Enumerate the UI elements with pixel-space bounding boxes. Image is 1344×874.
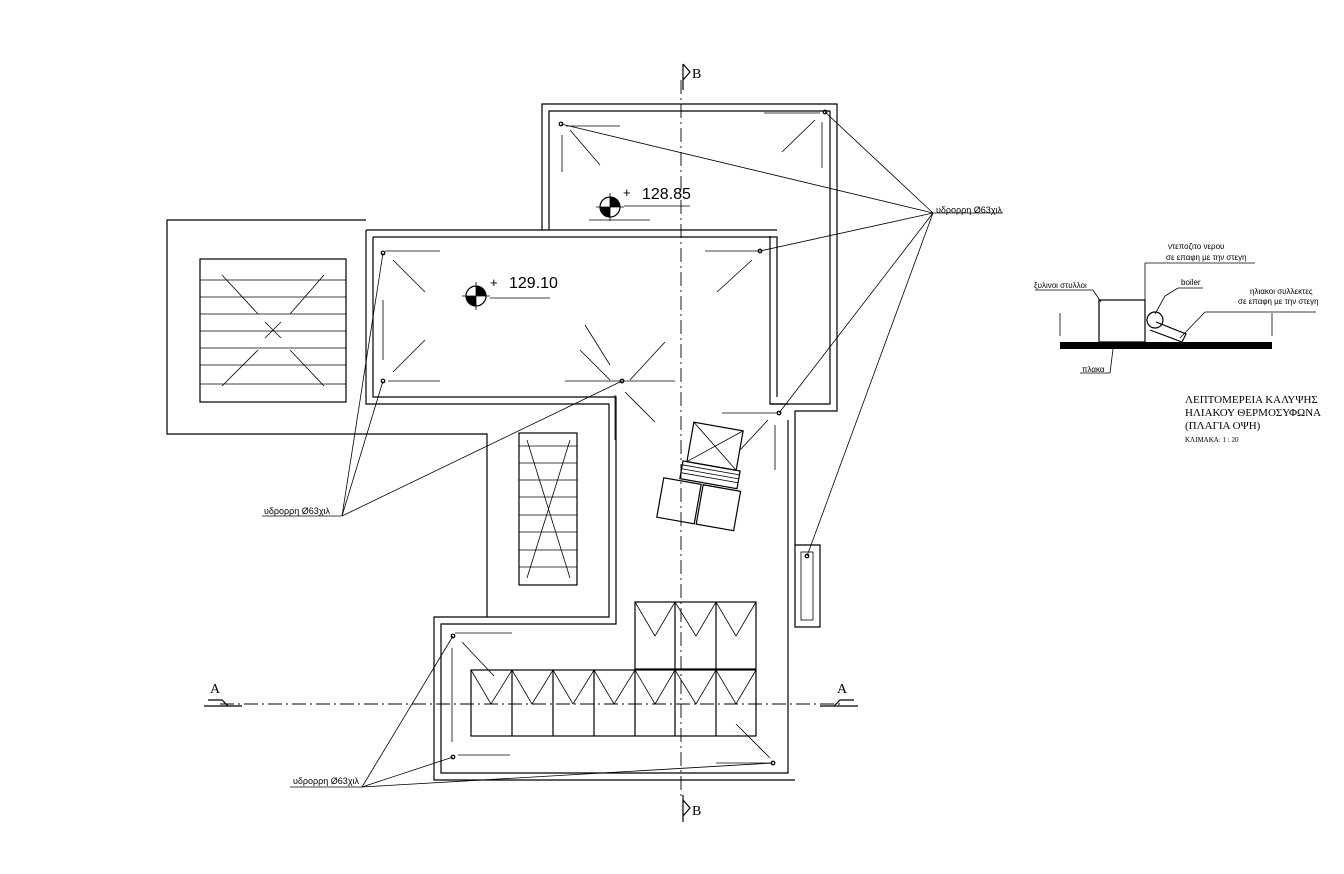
drain-leaders [262,111,1003,788]
panel-grid [470,601,757,737]
section-label-b-top: B [692,67,701,82]
boiler [1146,311,1164,329]
detail-title-line3: (ΠΛΑΓΙΑ ΟΨΗ) [1185,420,1261,432]
section-axes [220,80,840,800]
label-collectors-note: σε επαφη με την στεγη [1238,297,1319,306]
label-water-tank-note: σε επαφη με την στεγη [1166,253,1247,262]
detail-scale: ΚΛΙΜΑΚΑ: 1 : 20 [1185,436,1239,444]
level-upper-value: 128.85 [642,186,691,203]
drain-label-top-right: υδρορρη Ø63χιλ [936,205,1003,215]
section-marker-a-left: A [204,682,242,707]
svg-text:+: + [490,275,498,290]
section-label-a-right: A [837,682,848,697]
section-label-b-bottom: B [692,804,701,819]
section-marker-b-top: B [682,63,701,90]
solar-heater-detail: ντεποζιτο νερου σε επαφη με την στεγη ξυ… [1034,242,1321,444]
section-marker-b-bottom: B [682,795,701,822]
section-label-a-left: A [210,682,221,697]
label-slab: πλακα [1082,365,1105,374]
solar-heater-plan [656,421,744,532]
detail-title-line1: ΛΕΠΤΟΜΕΡΕΙΑ ΚΑΛΥΨΗΣ [1185,394,1318,406]
level-marker-lower: + 129.10 [462,275,558,310]
roof-slope-lines [382,112,823,764]
label-wooden-posts: ξυλινοι στυλλοι [1034,281,1087,290]
label-boiler: boiler [1181,278,1201,287]
drain-label-left: υδρορρη Ø63χιλ [264,506,331,516]
middle-block-walls [365,229,795,781]
svg-text:+: + [623,185,631,200]
upper-block-walls [541,103,838,628]
section-marker-a-right: A [820,682,858,707]
label-collectors: ηλιακοι συλλεκτες [1250,287,1313,296]
label-water-tank: ντεποζιτο νερου [1168,242,1224,251]
window-bay [800,551,814,621]
water-tank [1098,299,1146,343]
drain-label-bottom: υδρορρη Ø63χιλ [293,776,360,786]
solar-collector [1149,321,1187,343]
skylight-left [199,258,347,403]
level-marker-upper: + 128.85 [596,185,691,221]
skylight-middle [518,432,578,586]
roof-slab [1060,342,1272,349]
level-lower-value: 129.10 [509,275,558,292]
detail-title-line2: ΗΛΙΑΚΟΥ ΘΕΡΜΟΣΥΦΩΝΑ [1185,407,1321,419]
left-annex-outline [166,219,488,617]
